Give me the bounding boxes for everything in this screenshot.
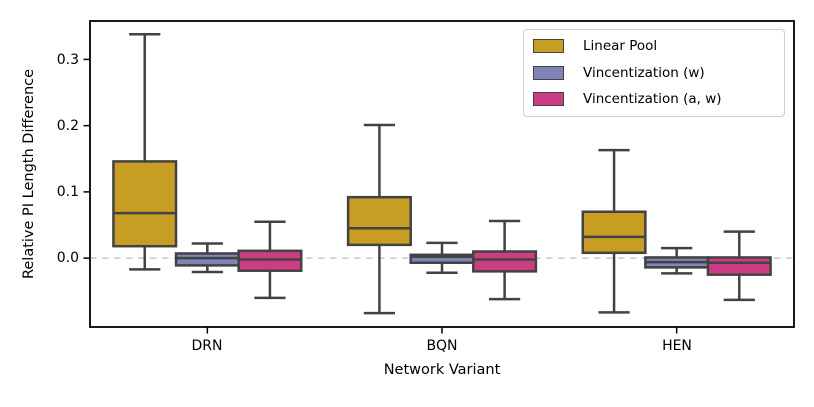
legend-swatch-vincentization-a-w	[533, 92, 564, 107]
x-axis-label: Network Variant	[383, 362, 501, 378]
x-tick-label-drn: DRN	[191, 338, 223, 354]
box-drn-vincentization-w	[174, 242, 240, 274]
y-tick-label-0.3: 0.3	[56, 51, 79, 68]
legend-label-linear-pool: Linear Pool	[583, 38, 658, 55]
box-drn-linear-pool	[112, 32, 178, 271]
legend-entry-vincentization-w: Vincentization (w)	[533, 60, 775, 87]
legend-entry-vincentization-a-w: Vincentization (a, w)	[533, 86, 775, 113]
x-tick-marks	[206, 327, 678, 334]
box-bqn-linear-pool	[346, 123, 412, 315]
y-tick-marks	[83, 58, 90, 259]
legend-label-vincentization-a-w: Vincentization (a, w)	[583, 91, 722, 108]
y-tick-label-0.0: 0.0	[56, 250, 79, 267]
legend-swatch-vincentization-w	[533, 65, 564, 80]
box-hen-vincentization-w	[644, 246, 710, 275]
legend-swatch-linear-pool	[533, 39, 564, 54]
box-bqn-vincentization-w	[409, 241, 475, 274]
y-tick-label-0.2: 0.2	[56, 117, 79, 134]
box-hen-vincentization-a-w	[706, 230, 772, 302]
legend-label-vincentization-w: Vincentization (w)	[583, 64, 705, 81]
legend-entry-linear-pool: Linear Pool	[533, 33, 775, 60]
x-tick-label-bqn: BQN	[426, 338, 458, 354]
y-tick-label-0.1: 0.1	[56, 184, 79, 201]
box-bqn-vincentization-a-w	[472, 219, 538, 301]
legend: Linear Pool Vincentization (w) Vincentiz…	[523, 29, 785, 117]
box-hen-linear-pool	[581, 148, 647, 314]
box-drn-vincentization-a-w	[237, 220, 303, 300]
x-tick-label-hen: HEN	[662, 338, 692, 354]
